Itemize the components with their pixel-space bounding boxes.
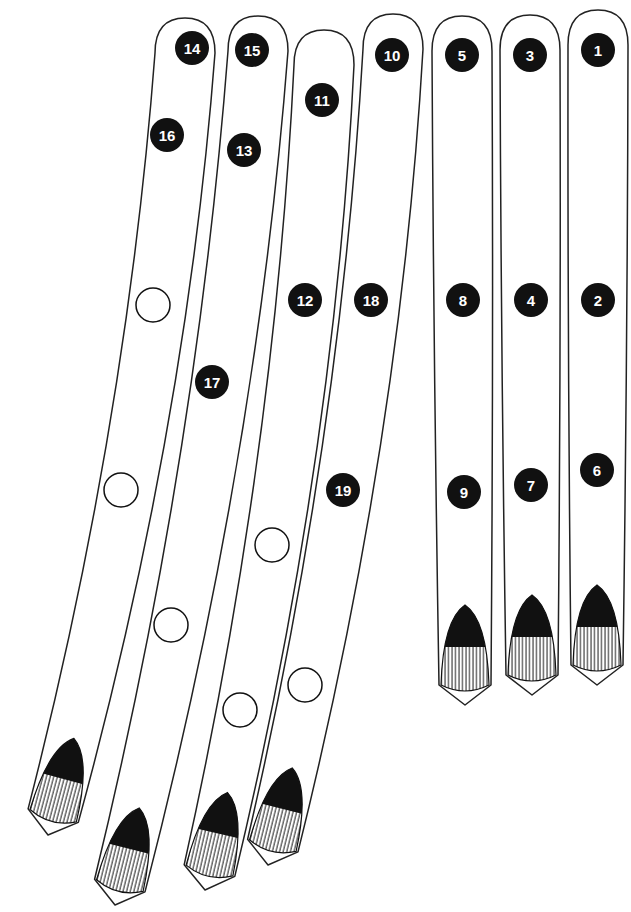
- empty-circle: [288, 668, 322, 702]
- number-circle: 11: [305, 83, 339, 117]
- callout-number: 17: [204, 375, 221, 390]
- callout-number: 5: [458, 48, 466, 63]
- number-circle: 14: [175, 31, 209, 65]
- number-circle: 9: [447, 475, 481, 509]
- callout-number: 15: [244, 43, 261, 58]
- number-circle: 13: [227, 133, 261, 167]
- claw-tip: [95, 802, 162, 897]
- callout-number: 19: [335, 483, 352, 498]
- empty-circle: [154, 608, 188, 642]
- callout-number: 18: [363, 293, 380, 308]
- callout-number: 4: [527, 293, 535, 308]
- number-circle: 12: [288, 283, 322, 317]
- callout-number: 7: [527, 478, 535, 493]
- empty-circle: [104, 473, 138, 507]
- callout-number: 16: [159, 128, 176, 143]
- finger-outline: [432, 16, 493, 705]
- callout-number: 10: [384, 48, 401, 63]
- callout-number: 6: [593, 463, 601, 478]
- callout-number: 2: [594, 293, 602, 308]
- number-circle: 5: [445, 38, 479, 72]
- empty-circle: [255, 528, 289, 562]
- empty-circle: [136, 288, 170, 322]
- number-circle: 2: [581, 283, 615, 317]
- callout-number: 8: [459, 293, 467, 308]
- number-circle: 16: [150, 118, 184, 152]
- claw-tip: [573, 585, 621, 671]
- claw-tip: [441, 605, 489, 691]
- callout-number: 1: [594, 43, 602, 58]
- claw-tip: [248, 762, 315, 857]
- number-circle: 3: [513, 38, 547, 72]
- callout-number: 3: [526, 48, 534, 63]
- callout-number: 12: [297, 293, 314, 308]
- number-circle: 4: [514, 283, 548, 317]
- callout-number: 13: [236, 143, 253, 158]
- finger-outline: [500, 15, 560, 695]
- number-circle: 17: [195, 365, 229, 399]
- number-circle: 18: [354, 283, 388, 317]
- number-circle: 10: [375, 38, 409, 72]
- callout-number: 14: [184, 41, 201, 56]
- number-circle: 8: [446, 283, 480, 317]
- claw-tip: [508, 595, 556, 681]
- number-circle: 15: [235, 33, 269, 67]
- callout-number: 11: [314, 93, 330, 108]
- finger-outline: [568, 10, 628, 685]
- callout-number: 9: [460, 485, 468, 500]
- number-circle: 19: [326, 473, 360, 507]
- claw-tip: [28, 732, 97, 827]
- number-circle: 1: [581, 33, 615, 67]
- number-circle: 7: [514, 468, 548, 502]
- finger-outline: [248, 14, 423, 865]
- number-circle: 6: [580, 453, 614, 487]
- claw-tip: [185, 787, 251, 882]
- empty-circle: [223, 693, 257, 727]
